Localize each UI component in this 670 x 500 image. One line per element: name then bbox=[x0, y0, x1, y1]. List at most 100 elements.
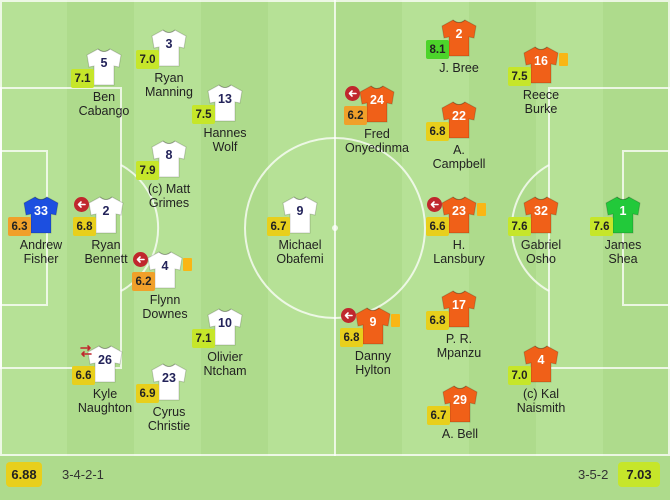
shirt-number: 4 bbox=[537, 353, 545, 367]
player-name-line1: (c) Kal bbox=[522, 387, 560, 401]
player-rating: 6.6 bbox=[426, 217, 449, 236]
substitution-out-icon bbox=[345, 86, 360, 101]
player-name-line2: Grimes bbox=[148, 196, 190, 210]
player-rating: 7.1 bbox=[71, 69, 94, 88]
player-name-line2: Lansbury bbox=[433, 252, 485, 266]
shirt-number: 1 bbox=[619, 204, 627, 218]
player-name-line2: Obafemi bbox=[276, 252, 324, 266]
player-name-line1: Hannes bbox=[203, 126, 247, 140]
player-rating: 7.1 bbox=[192, 329, 215, 348]
shirt-icon: 9 bbox=[355, 306, 391, 346]
player-name: P. R.Mpanzu bbox=[404, 332, 514, 360]
player-name-line2: Christie bbox=[147, 419, 191, 433]
shirt-icon: 24 bbox=[359, 84, 395, 124]
player-name-line1: James bbox=[604, 238, 642, 252]
player-rating: 6.3 bbox=[8, 217, 31, 236]
player-rating: 6.2 bbox=[344, 106, 367, 125]
shirt-number: 9 bbox=[369, 315, 377, 329]
shirt-number: 22 bbox=[452, 109, 466, 123]
shirt-number: 23 bbox=[452, 204, 466, 218]
player-rating: 7.5 bbox=[508, 67, 531, 86]
player-name: H.Lansbury bbox=[404, 238, 514, 266]
player-rating: 7.0 bbox=[508, 366, 531, 385]
home-formation: 3-4-2-1 bbox=[62, 467, 104, 482]
player-name-line2: Mpanzu bbox=[436, 346, 482, 360]
player-rating: 6.8 bbox=[73, 217, 96, 236]
player-name-line1: J. Bree bbox=[439, 61, 479, 75]
player-name-line2: Burke bbox=[524, 102, 558, 116]
yellow-card-icon bbox=[183, 258, 192, 271]
shirt-number: 2 bbox=[455, 27, 463, 41]
shirt-icon: 8 bbox=[151, 139, 187, 179]
shirt-number: 16 bbox=[534, 54, 548, 68]
shirt-icon: 1 bbox=[605, 195, 641, 235]
player-name-line1: Kyle bbox=[92, 387, 118, 401]
player-rating: 7.6 bbox=[590, 217, 613, 236]
shirt-number: 29 bbox=[453, 393, 467, 407]
substitution-out-icon bbox=[427, 197, 442, 212]
player-name-line2: Osho bbox=[526, 252, 556, 266]
player-name-line2: Shea bbox=[608, 252, 638, 266]
shirt-number: 32 bbox=[534, 204, 548, 218]
shirt-icon: 4 bbox=[147, 250, 183, 290]
player-name-line1: Danny bbox=[354, 349, 392, 363]
shirt-icon: 4 bbox=[523, 344, 559, 384]
player-name-line1: Ryan bbox=[154, 71, 184, 85]
player-rating: 6.6 bbox=[72, 366, 95, 385]
substitution-out-icon bbox=[74, 197, 89, 212]
player-name-line2: Downes bbox=[142, 307, 188, 321]
player-rating: 6.8 bbox=[426, 122, 449, 141]
shirt-number: 23 bbox=[162, 371, 176, 385]
player-name-line2: Hylton bbox=[355, 363, 391, 377]
player-rating: 6.9 bbox=[136, 384, 159, 403]
player-rating: 6.7 bbox=[427, 406, 450, 425]
shirt-number: 9 bbox=[296, 204, 304, 218]
player-name-line1: A. Bell bbox=[441, 427, 479, 441]
shirt-icon: 22 bbox=[441, 100, 477, 140]
shirt-icon: 16 bbox=[523, 45, 559, 85]
shirt-icon: 3 bbox=[151, 28, 187, 68]
player-name-line1: Ryan bbox=[91, 238, 121, 252]
shirt-number: 33 bbox=[34, 204, 48, 218]
player-name-line2: Onyedinma bbox=[345, 141, 409, 155]
player-name-line1: Reece bbox=[522, 88, 560, 102]
shirt-icon: 5 bbox=[86, 47, 122, 87]
player-name-line1: A. bbox=[453, 143, 465, 157]
player-rating: 7.9 bbox=[136, 161, 159, 180]
shirt-number: 26 bbox=[98, 353, 112, 367]
player-name-line1: Michael bbox=[278, 238, 322, 252]
shirt-icon: 32 bbox=[523, 195, 559, 235]
shirt-icon: 29 bbox=[442, 384, 478, 424]
